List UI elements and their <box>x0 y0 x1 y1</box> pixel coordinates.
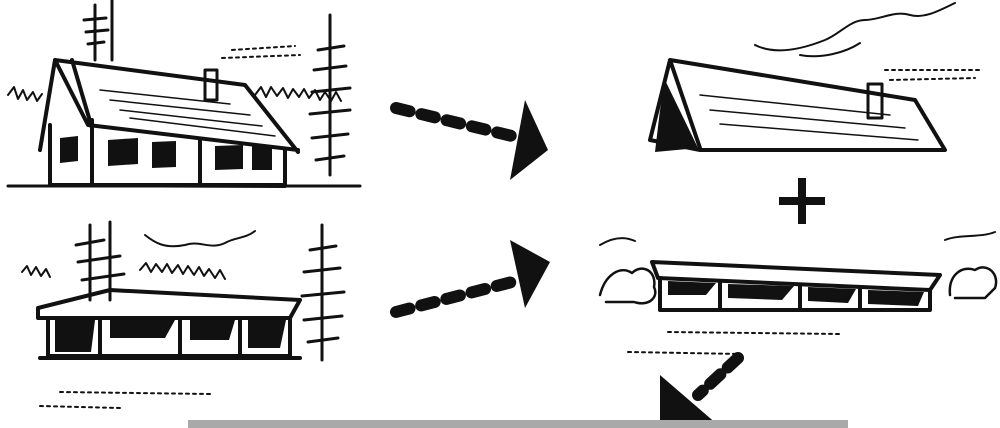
cloud-scribble <box>600 232 995 245</box>
chimney-icon <box>205 70 217 100</box>
cloud-scribble <box>145 231 255 246</box>
smoke-trail <box>885 70 980 80</box>
window-icon <box>55 320 286 352</box>
footer-bar <box>188 420 848 428</box>
pine-tree-icon <box>310 15 350 175</box>
pine-tree-icon <box>76 222 124 300</box>
hedge-scribble <box>8 87 341 101</box>
connector-arrow-down <box>660 358 738 428</box>
connector-arrow-bottom <box>396 240 550 312</box>
flat-house-sketch <box>22 222 344 408</box>
hedge-scribble <box>22 263 225 279</box>
ground-dots <box>40 392 210 408</box>
smoke-trail <box>222 46 300 58</box>
plus-operator-icon <box>779 178 825 224</box>
connector-arrow-top <box>396 100 548 180</box>
pine-tree-icon <box>84 0 112 60</box>
shrub-icon <box>600 269 655 304</box>
roof-part-sketch <box>650 3 980 152</box>
pine-tree-icon <box>302 225 344 360</box>
cloud-scribble <box>755 3 955 56</box>
pavilion-part-sketch <box>600 232 996 354</box>
shrub-icon <box>950 267 996 298</box>
ground-dots <box>628 332 840 354</box>
roof-hatching <box>700 95 918 140</box>
gable-house-sketch <box>8 0 360 186</box>
pavilion-roof <box>38 290 300 318</box>
